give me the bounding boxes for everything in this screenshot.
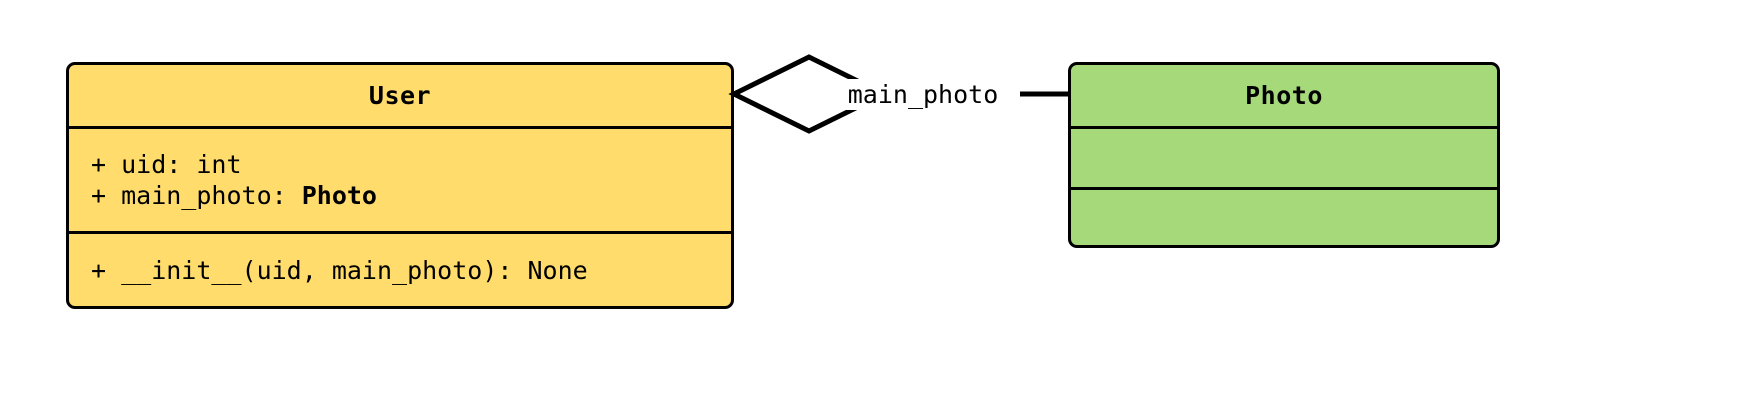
uml-class-photo[interactable]: Photo	[1068, 62, 1500, 248]
class-photo-methods-compartment	[1071, 187, 1497, 245]
aggregation-edge-label: main_photo	[826, 79, 1020, 110]
class-user-attributes-compartment: + uid: int + main_photo: Photo	[69, 126, 731, 231]
class-user-attribute-mainphoto-name: + main_photo:	[91, 181, 302, 210]
uml-class-user[interactable]: User + uid: int + main_photo: Photo + __…	[66, 62, 734, 309]
class-photo-title: Photo	[1245, 81, 1323, 110]
class-user-method-init-text: + __init__(uid, main_photo): None	[91, 255, 588, 285]
class-user-method: + __init__(uid, main_photo): None	[91, 255, 731, 286]
class-user-methods-compartment: + __init__(uid, main_photo): None	[69, 231, 731, 306]
class-user-attribute-mainphoto-type: Photo	[301, 181, 377, 210]
class-photo-attributes-compartment	[1071, 126, 1497, 187]
class-user-title: User	[368, 81, 432, 110]
class-user-attribute-uid-text: + uid: int	[91, 150, 242, 179]
class-user-attribute: + main_photo: Photo	[91, 180, 731, 211]
class-user-attribute: + uid: int	[91, 149, 731, 180]
